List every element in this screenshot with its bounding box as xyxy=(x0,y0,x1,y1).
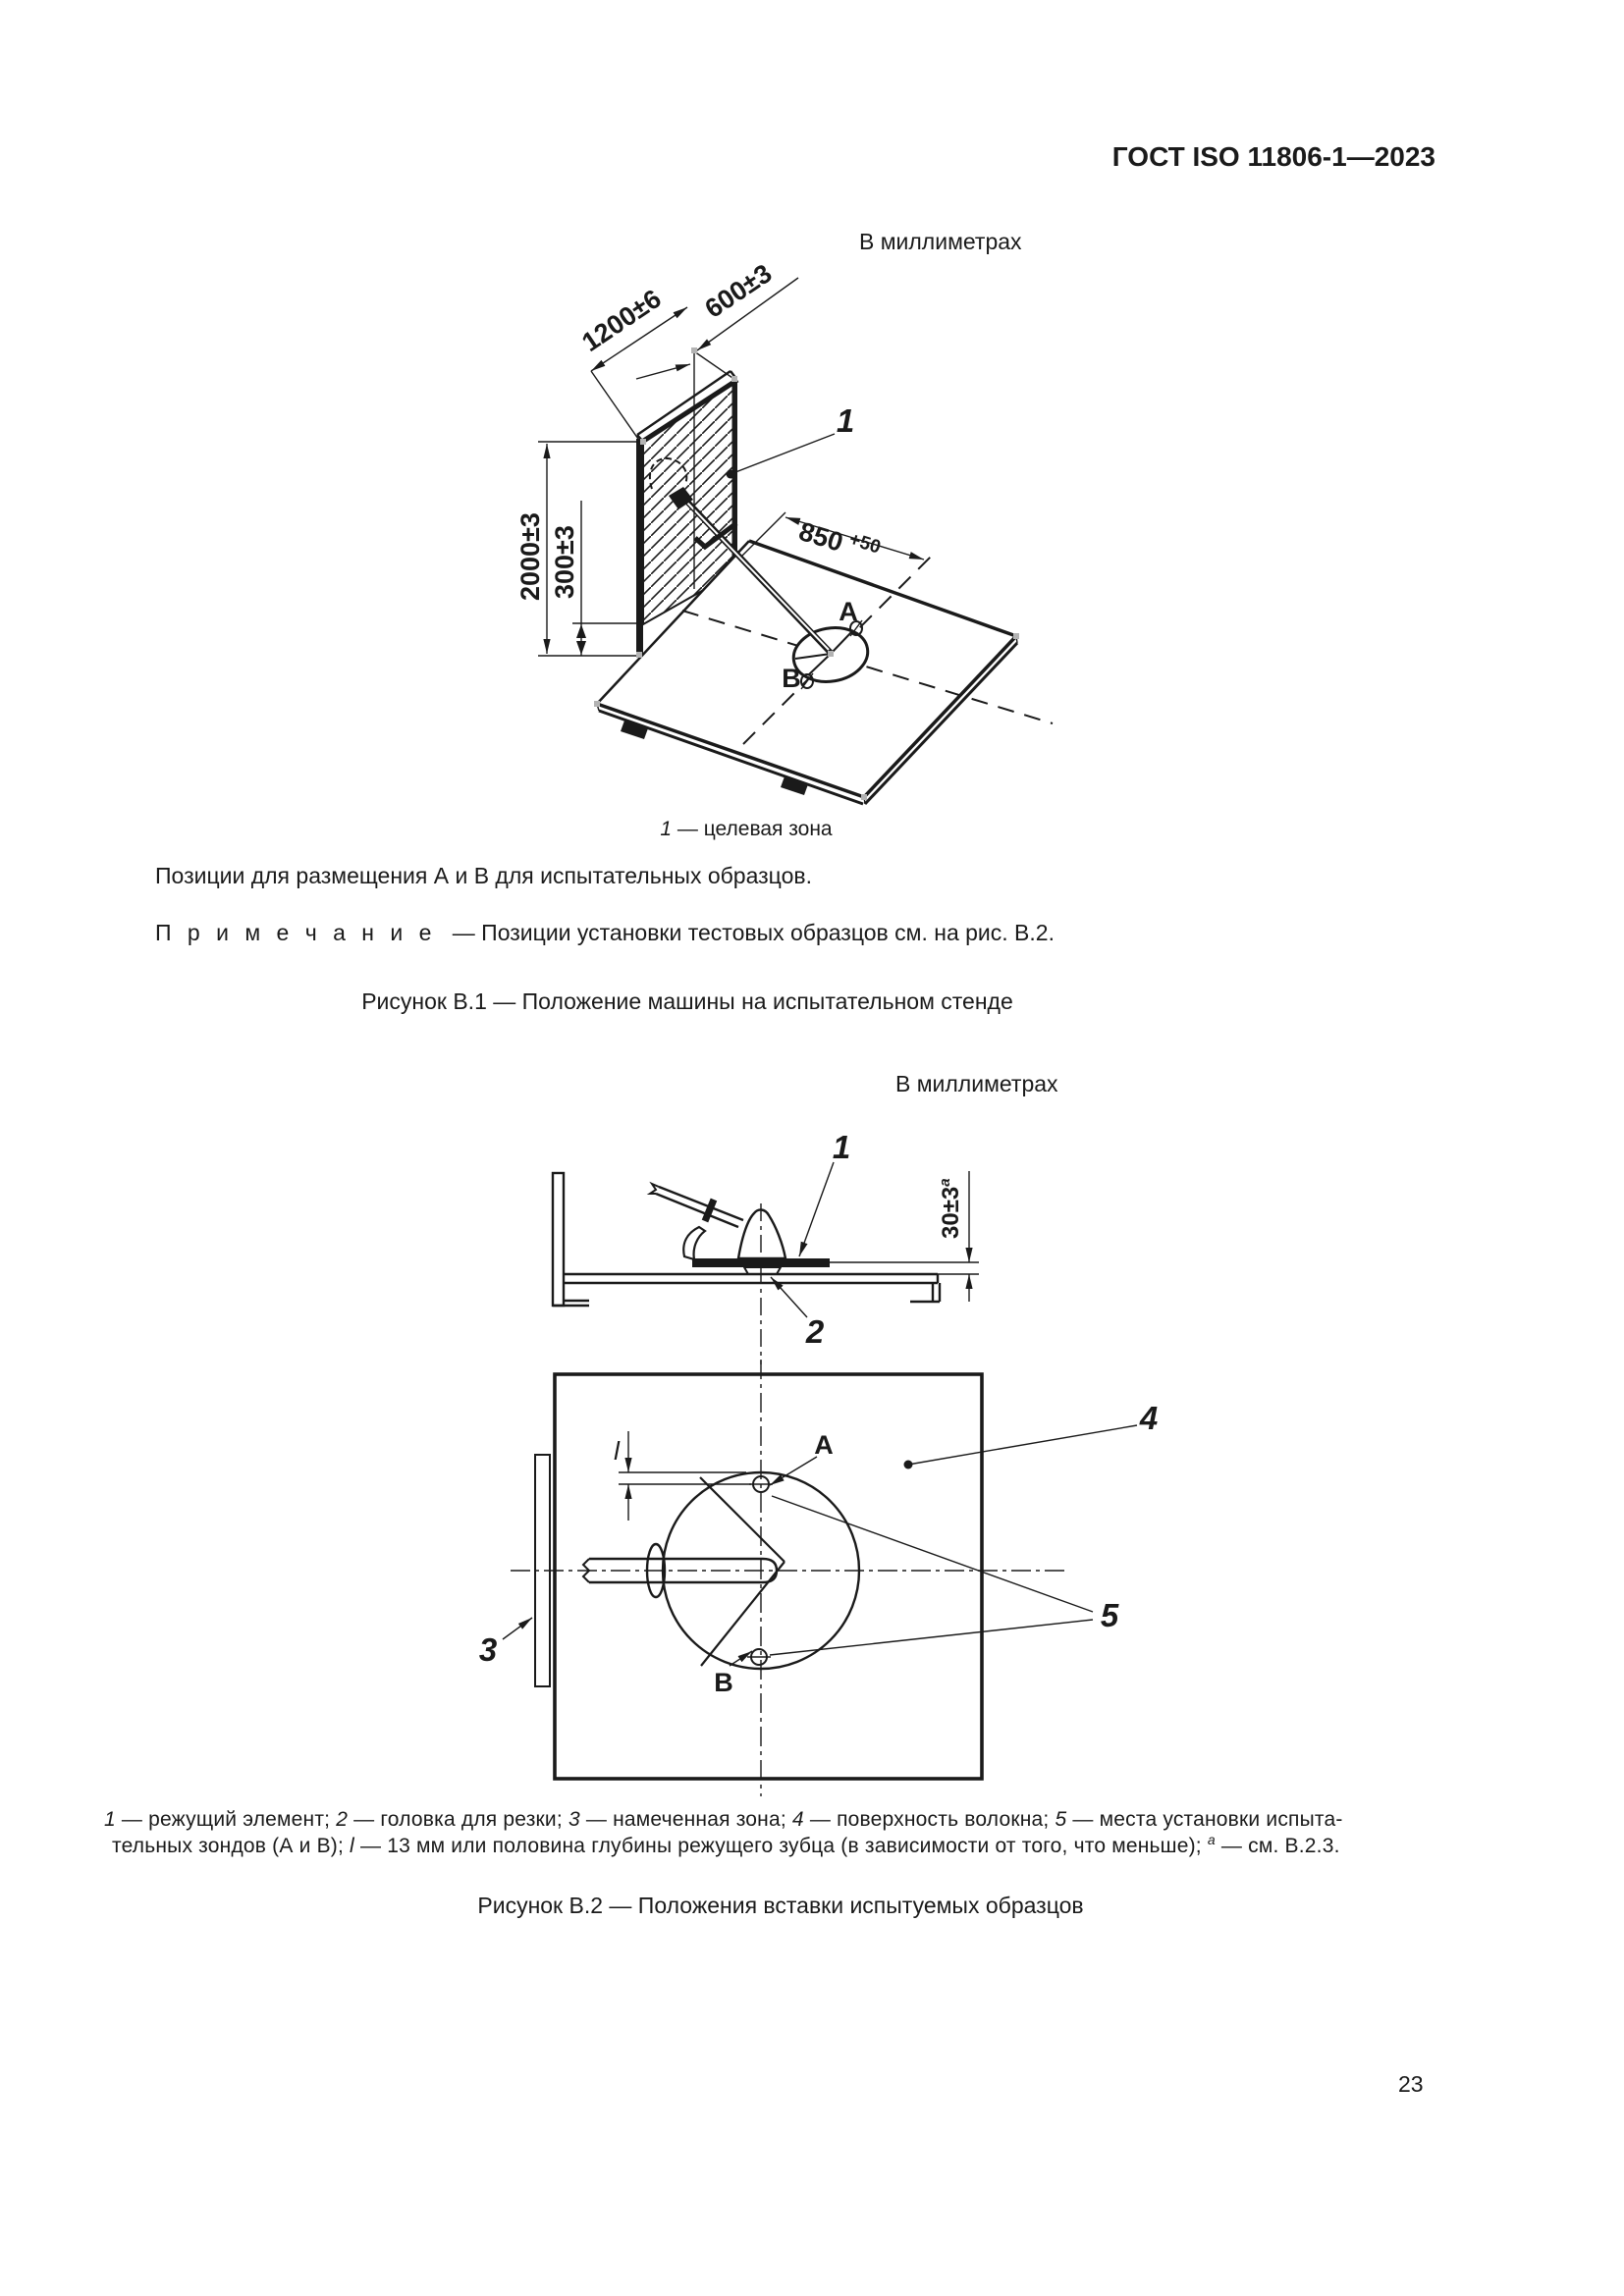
cutting-head-sector xyxy=(794,629,854,676)
shaft-top xyxy=(581,1542,779,1599)
cutting-blade-side xyxy=(692,1258,830,1267)
dimension-300: 300±3 xyxy=(550,501,638,656)
wall-foot xyxy=(553,1299,589,1308)
dim-depth-value: 600±3 xyxy=(700,258,778,324)
dim-reach-tolerance: +50 xyxy=(846,529,883,559)
callout-1-label: 1 xyxy=(837,402,854,439)
note-text: — Позиции установки тестовых образцов см… xyxy=(452,920,1055,945)
legend-n1: 1 xyxy=(104,1808,116,1831)
dim-offset-value: 300±3 xyxy=(550,525,579,599)
shaft-collar xyxy=(701,1198,718,1223)
callout-fiber-surface: 4 xyxy=(903,1400,1158,1469)
callout-target-zone: 1 xyxy=(726,402,854,479)
dim-reach-value: 850 xyxy=(795,516,846,558)
dimension-30: 30±3a xyxy=(937,1171,973,1302)
fiber-surface-square xyxy=(553,1372,984,1781)
legend-t7: — см. В.2.3. xyxy=(1215,1835,1340,1857)
legend-t6: — 13 мм или половина глубины режущего зу… xyxy=(353,1835,1208,1857)
side-view: 30±3a 1 2 xyxy=(551,1129,979,1364)
callout-5-label: 5 xyxy=(1101,1597,1119,1633)
plate-foot xyxy=(621,721,648,739)
legend-n3: 3 xyxy=(568,1808,580,1831)
plate-centerlines xyxy=(681,552,1054,745)
legend-t5: — места установки испыта- xyxy=(1066,1808,1343,1831)
panel-left-leg xyxy=(636,439,643,658)
probe-mark-b xyxy=(800,672,814,690)
note-label: П р и м е ч а н и е xyxy=(155,920,437,945)
callout-4-label: 4 xyxy=(1139,1400,1158,1436)
machine-mount xyxy=(669,487,693,509)
dim-height-value: 2000±3 xyxy=(515,512,545,601)
note-paragraph: П р и м е ч а н и е — Позиции установки … xyxy=(155,920,1055,946)
figure-b2-caption: Рисунок В.2 — Положения вставки испытуем… xyxy=(477,1893,1084,1918)
dimension-2000: 2000±3 xyxy=(515,441,641,657)
blade-circle xyxy=(661,1470,861,1671)
figure-b2-drawing: 30±3a 1 2 xyxy=(479,1129,1158,1796)
dim-width-value: 1200±6 xyxy=(576,284,666,357)
page-number: 23 xyxy=(1398,2071,1424,2097)
legend-n2: 2 xyxy=(336,1808,349,1831)
trimmer-head-cone xyxy=(736,1208,787,1260)
callout-2-side: 2 xyxy=(805,1313,825,1350)
top-view: l A B 5 4 3 xyxy=(479,1360,1158,1796)
legend-t1: — режущий элемент; xyxy=(115,1808,337,1831)
legend-t2: — головка для резки; xyxy=(348,1808,568,1831)
probe-position-a xyxy=(749,1475,773,1493)
dimension-1200: 1200±6 xyxy=(576,284,691,443)
blade-notch xyxy=(699,1476,785,1667)
stand-table xyxy=(563,1272,940,1285)
legend-n5: 5 xyxy=(1055,1808,1067,1831)
legend-t3: — намеченная зона; xyxy=(579,1808,792,1831)
legend-description: — целевая зона xyxy=(672,818,833,840)
shaft-side xyxy=(646,1181,744,1261)
label-a-top: A xyxy=(769,1430,834,1486)
probe-mark-a xyxy=(849,619,863,637)
units-label-b2: В миллиметрах xyxy=(895,1071,1058,1096)
legend-n4: 4 xyxy=(791,1808,804,1831)
callout-scored-zone: 3 xyxy=(479,1617,533,1668)
label-b-top: B xyxy=(714,1650,753,1697)
legend-a-sup: a xyxy=(1207,1832,1216,1847)
page-header: ГОСТ ISO 11806-1—2023 xyxy=(1111,141,1435,172)
callout-cutting-head: 2 xyxy=(770,1276,825,1350)
figure-b2-legend-line2: тельных зондов (А и В); l — 13 мм или по… xyxy=(112,1832,1516,1858)
dim-30-value: 30±3 xyxy=(938,1187,964,1239)
shaft-collar-top xyxy=(645,1542,667,1599)
figure-b1-legend: 1 — целевая зона xyxy=(373,818,1119,841)
callout-probe-places: 5 xyxy=(769,1495,1119,1656)
machine-rear-handle xyxy=(648,457,688,490)
dimension-l: l xyxy=(614,1431,751,1521)
point-b-label: B xyxy=(782,664,801,693)
callout-1-side: 1 xyxy=(833,1129,850,1165)
machine-handlebar xyxy=(693,521,738,551)
point-a-top-label: A xyxy=(814,1430,834,1460)
legend-t4: — поверхность волокна; xyxy=(803,1808,1056,1831)
figure-b1-drawing: 850+50 A B xyxy=(515,258,1054,806)
guard-hook xyxy=(682,1225,707,1261)
plate-foot xyxy=(781,776,808,795)
legend-number: 1 xyxy=(660,818,673,840)
cutting-head-lower xyxy=(742,1266,783,1275)
legend-l-symbol: l xyxy=(350,1835,354,1857)
legend-cont: тельных зондов (А и В); xyxy=(112,1835,351,1857)
trimmer-machine xyxy=(648,457,834,656)
paragraph-positions: Позиции для размещения А и В для испытат… xyxy=(155,863,812,888)
dim-30-footnote: a xyxy=(937,1178,953,1186)
svg-text:30±3a: 30±3a xyxy=(937,1178,964,1239)
units-label-b1: В миллиметрах xyxy=(859,229,1022,254)
point-b-top-label: B xyxy=(714,1668,733,1697)
callout-blade: 1 xyxy=(798,1129,850,1257)
figure-b1-caption: Рисунок В.1 — Положение машины на испыта… xyxy=(361,988,1013,1014)
stand-wall xyxy=(551,1171,566,1308)
vertex-markers xyxy=(594,347,1019,800)
point-a-label: A xyxy=(839,597,858,626)
callout-3-label: 3 xyxy=(479,1631,497,1668)
table-foot xyxy=(910,1283,942,1304)
dim-l-label: l xyxy=(614,1436,621,1466)
figure-b2-legend-line1: 1 — режущий элемент; 2 — головка для рез… xyxy=(104,1808,1508,1832)
